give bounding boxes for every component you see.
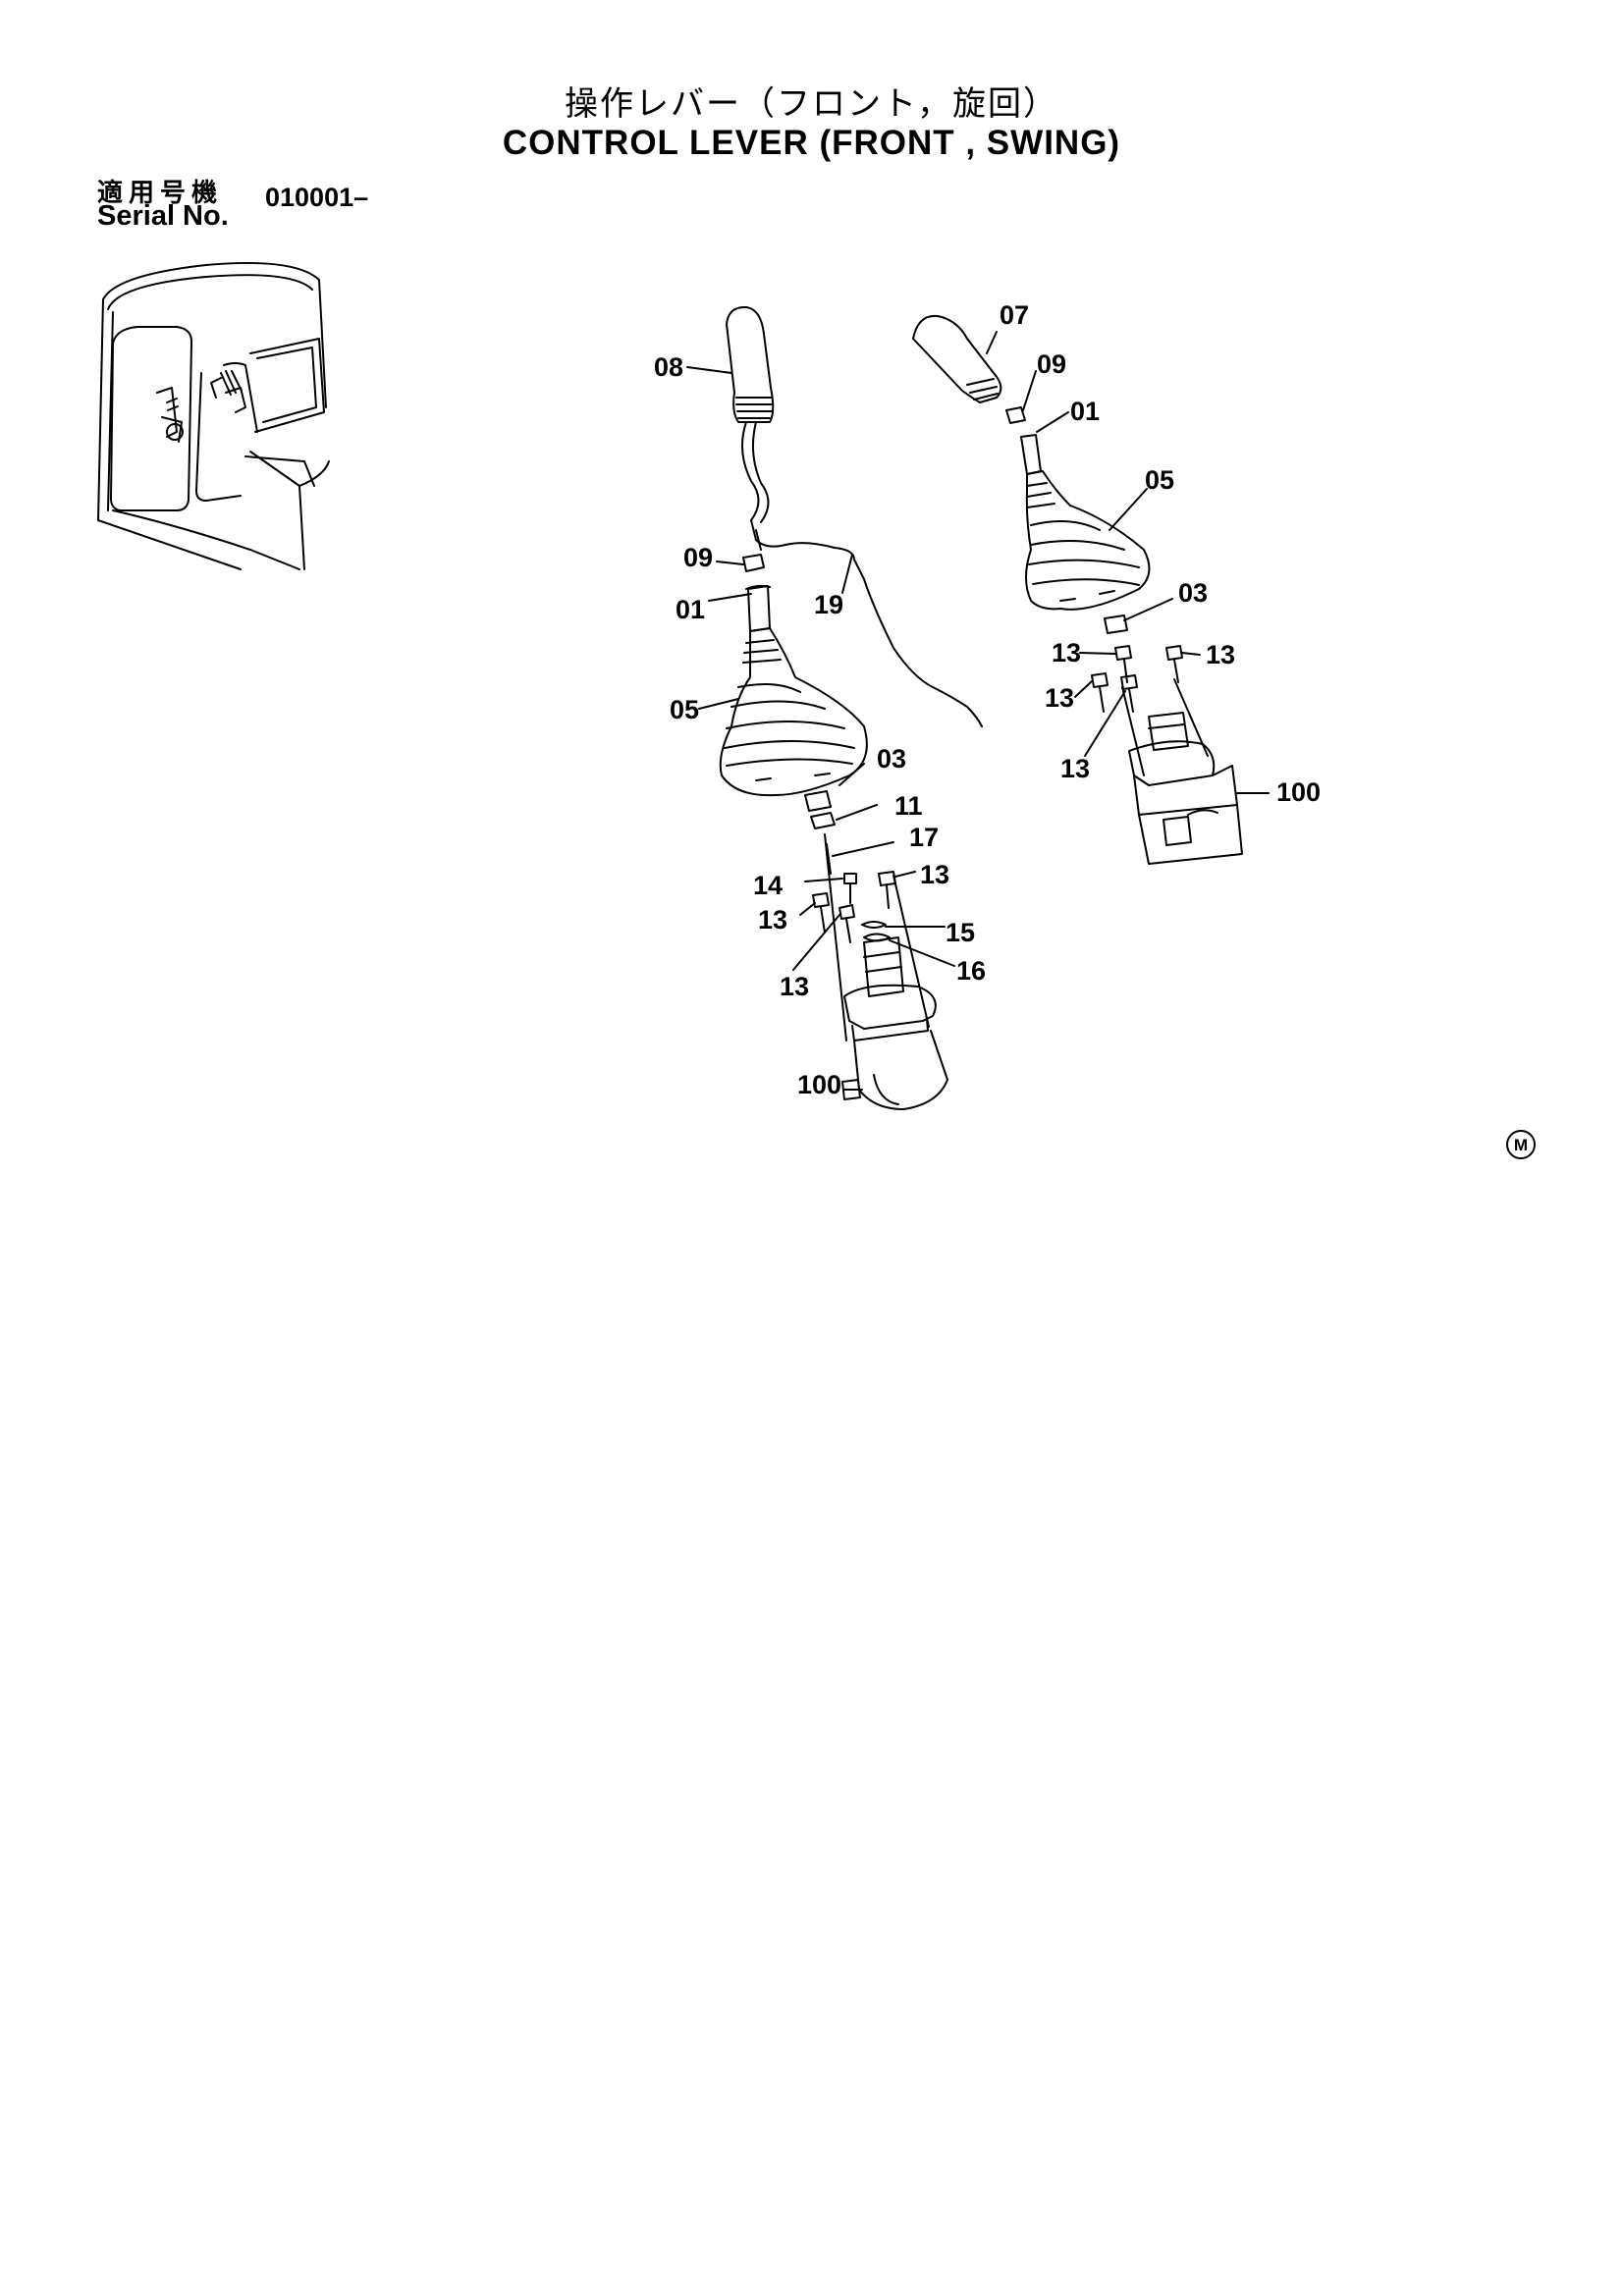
serial-label-japanese: 適用号機 (97, 179, 224, 208)
callout-09: 09 (1037, 349, 1066, 379)
callout-13: 13 (1060, 754, 1090, 783)
callout-100: 100 (797, 1070, 841, 1099)
nut-09 (742, 554, 765, 572)
washer-11 (810, 812, 836, 829)
corner-mark-circle (1506, 1130, 1536, 1159)
seal-16 (863, 933, 891, 942)
callout-01: 01 (1070, 397, 1100, 426)
corner-mark-letter: M (1514, 1136, 1528, 1154)
serial-number-value: 010001– (265, 183, 369, 212)
bolt-13-c (1091, 672, 1109, 713)
bolt-14 (843, 873, 857, 904)
serial-label-english: Serial No. (97, 200, 229, 232)
rod-01 (747, 585, 771, 632)
harness-19 (741, 421, 983, 727)
callout-13: 13 (780, 972, 809, 1001)
grip-08 (726, 305, 775, 423)
grip-07 (912, 314, 1002, 403)
page-title-japanese: 操作レバー（フロント，旋回） (565, 84, 1058, 124)
left-lever-assembly (719, 305, 983, 1110)
callout-03: 03 (1178, 578, 1208, 608)
callout-11: 11 (894, 791, 923, 821)
bolt-13-d (1120, 674, 1138, 713)
callout-100: 100 (1276, 777, 1321, 807)
bolt-13-c (839, 904, 855, 943)
boot-05 (1025, 470, 1151, 611)
callout-13: 13 (1052, 638, 1081, 667)
callout-14: 14 (753, 871, 783, 900)
bolt-13-a (1114, 645, 1132, 683)
right-callout-labels: 07 09 01 05 03 13 13 13 13 100 (1000, 300, 1321, 807)
callout-13: 13 (758, 905, 787, 934)
callout-13: 13 (1045, 683, 1074, 713)
plate-03 (804, 790, 832, 812)
bolt-13-a (812, 892, 830, 934)
callout-01: 01 (676, 595, 705, 624)
rod-01 (1020, 434, 1042, 475)
callout-05: 05 (1145, 465, 1174, 495)
seal-15 (861, 921, 887, 929)
callout-03: 03 (877, 744, 906, 774)
callout-08: 08 (654, 352, 683, 382)
callout-13: 13 (920, 860, 949, 889)
callout-07: 07 (1000, 300, 1029, 330)
callout-17: 17 (909, 823, 939, 852)
callout-13: 13 (1206, 640, 1235, 669)
callout-19: 19 (814, 590, 843, 619)
valve-100 (1148, 712, 1189, 751)
page-title-english: CONTROL LEVER (FRONT , SWING) (502, 124, 1121, 162)
bolt-13-b (1165, 645, 1183, 683)
callout-15: 15 (946, 918, 975, 947)
boot-05 (719, 627, 868, 797)
nut-09 (1005, 406, 1026, 424)
left-callout-labels: 08 09 01 19 05 03 11 17 14 13 13 15 16 1… (654, 352, 986, 1099)
valve-100 (863, 936, 904, 997)
callout-leaders (686, 331, 1270, 1091)
pin-17 (826, 843, 832, 875)
callout-09: 09 (683, 543, 713, 572)
cab-locator-sketch (97, 261, 330, 570)
callout-16: 16 (956, 956, 986, 986)
plate-03 (1104, 614, 1128, 634)
callout-05: 05 (670, 695, 699, 724)
right-lever-assembly (912, 314, 1243, 865)
